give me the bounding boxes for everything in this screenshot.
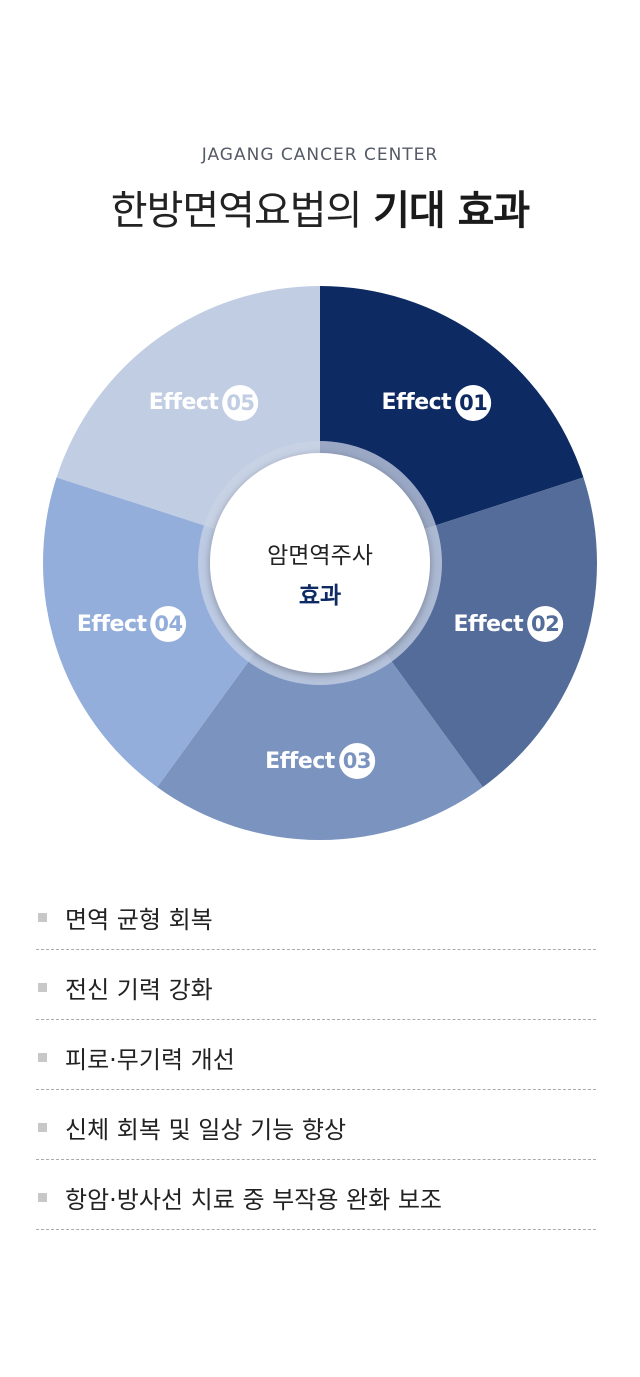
bullet-icon <box>38 1123 47 1132</box>
title-light: 한방면역요법의 <box>110 188 363 234</box>
slice-label-text: Effect <box>76 611 147 637</box>
list-item-text: 면역 균형 회복 <box>65 906 213 934</box>
effects-pie-chart <box>42 286 597 840</box>
slice-number-badge: 05 <box>222 384 259 421</box>
bullet-icon <box>38 1053 47 1062</box>
pie-slice-03 <box>157 563 483 840</box>
bullet-icon <box>38 983 47 992</box>
slice-label-text: Effect <box>148 390 219 416</box>
effects-list: 면역 균형 회복 전신 기력 강화 피로·무기력 개선 신체 회복 및 일상 기… <box>36 880 596 1230</box>
list-item: 전신 기력 강화 <box>36 950 596 1020</box>
slice-label-text: Effect <box>453 611 524 637</box>
slice-number-badge: 03 <box>338 743 375 779</box>
list-item: 신체 회복 및 일상 기능 향상 <box>36 1090 596 1160</box>
list-item-text: 전신 기력 강화 <box>65 976 213 1004</box>
list-item: 면역 균형 회복 <box>36 880 596 950</box>
list-item-text: 항암·방사선 치료 중 부작용 완화 보조 <box>65 1186 442 1214</box>
slice-number-badge: 01 <box>455 384 492 421</box>
list-item: 항암·방사선 치료 중 부작용 완화 보조 <box>36 1160 596 1230</box>
center-circle <box>210 453 430 673</box>
list-item-text: 신체 회복 및 일상 기능 향상 <box>65 1116 347 1144</box>
slice-number-badge: 04 <box>150 606 187 643</box>
bullet-icon <box>38 913 47 922</box>
center-label-line1: 암면역주사 <box>267 543 373 569</box>
center-label-line2: 효과 <box>298 583 342 609</box>
list-item-text: 피로·무기력 개선 <box>65 1046 235 1074</box>
title-bold: 기대 효과 <box>373 188 530 234</box>
bullet-icon <box>38 1193 47 1202</box>
list-item: 피로·무기력 개선 <box>36 1020 596 1090</box>
slice-number-badge: 02 <box>527 606 564 643</box>
subtitle: JAGANG CANCER CENTER <box>201 145 439 165</box>
slice-label-text: Effect <box>265 748 335 774</box>
slice-label-text: Effect <box>381 390 452 416</box>
page-title: 한방면역요법의 기대 효과 <box>0 178 640 236</box>
